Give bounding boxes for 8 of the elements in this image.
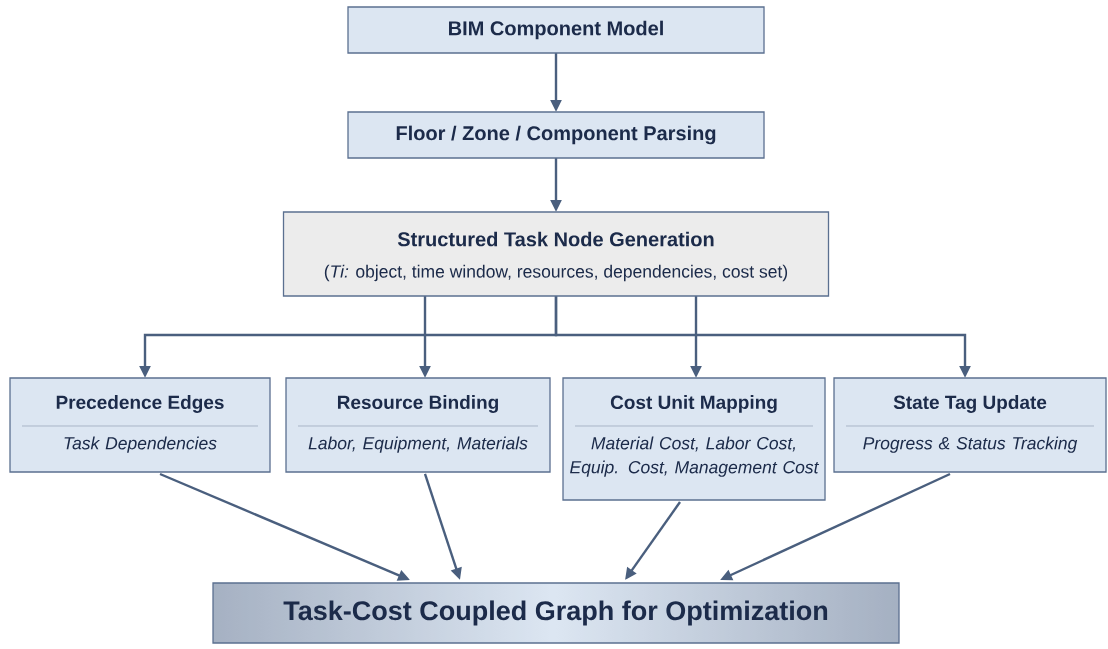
task-box: State Tag Update Progress & Status Tracking — [833, 377, 1107, 473]
task-box: Cost Unit Mapping Material Cost, Labor Cost, Equip. Cost, Management Cost — [562, 377, 826, 501]
process-box: BIM Component Model — [347, 6, 765, 54]
process-box: Structured Task Node Generation (Ti: object, time window, resources, dependencies, cost set) — [282, 211, 830, 297]
result-box: Task-Cost Coupled Graph for Optimization — [212, 582, 900, 644]
task-box: Precedence Edges Task Dependencies — [9, 377, 271, 473]
task-box: Resource Binding Labor, Equipment, Materials — [285, 377, 551, 473]
process-box: Floor / Zone / Component Parsing — [347, 111, 765, 159]
